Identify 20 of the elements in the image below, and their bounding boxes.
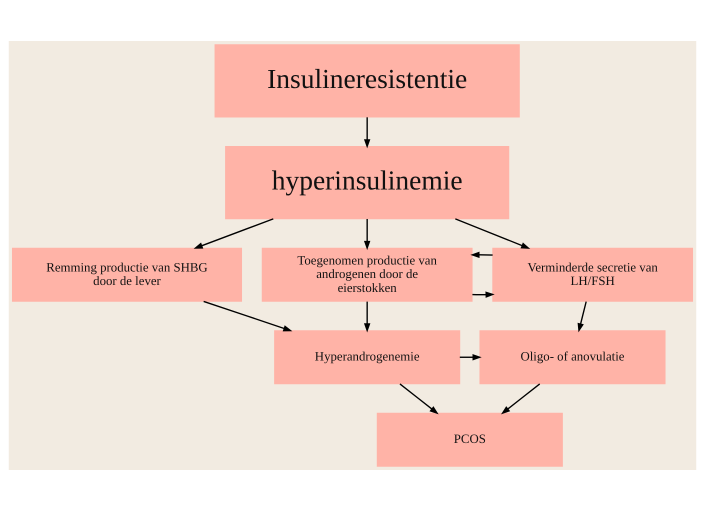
arrow bbox=[364, 117, 370, 148]
node-box: PCOS bbox=[376, 412, 563, 467]
arrow bbox=[364, 218, 370, 250]
node-box: Toegenomen productie van androgenen door de eierstokken bbox=[262, 248, 473, 302]
arrow bbox=[203, 300, 292, 332]
arrow bbox=[364, 302, 370, 332]
arrow bbox=[460, 354, 482, 360]
arrow bbox=[470, 252, 493, 258]
node-box: hyperinsulinemie bbox=[225, 146, 510, 220]
arrow bbox=[455, 218, 530, 249]
node-box: Remming productie van SHBG door de lever bbox=[12, 248, 242, 302]
arrow bbox=[400, 383, 439, 414]
arrow bbox=[578, 301, 587, 332]
arrow bbox=[472, 291, 495, 298]
arrow bbox=[194, 218, 274, 249]
node-box: Hyperandrogenemie bbox=[274, 330, 460, 384]
node-box: Verminderde secretie van LH/FSH bbox=[492, 248, 694, 302]
arrow bbox=[501, 383, 540, 414]
node-box: Insulineresistentie bbox=[214, 44, 520, 118]
node-box: Oligo- of anovulatie bbox=[479, 330, 666, 384]
